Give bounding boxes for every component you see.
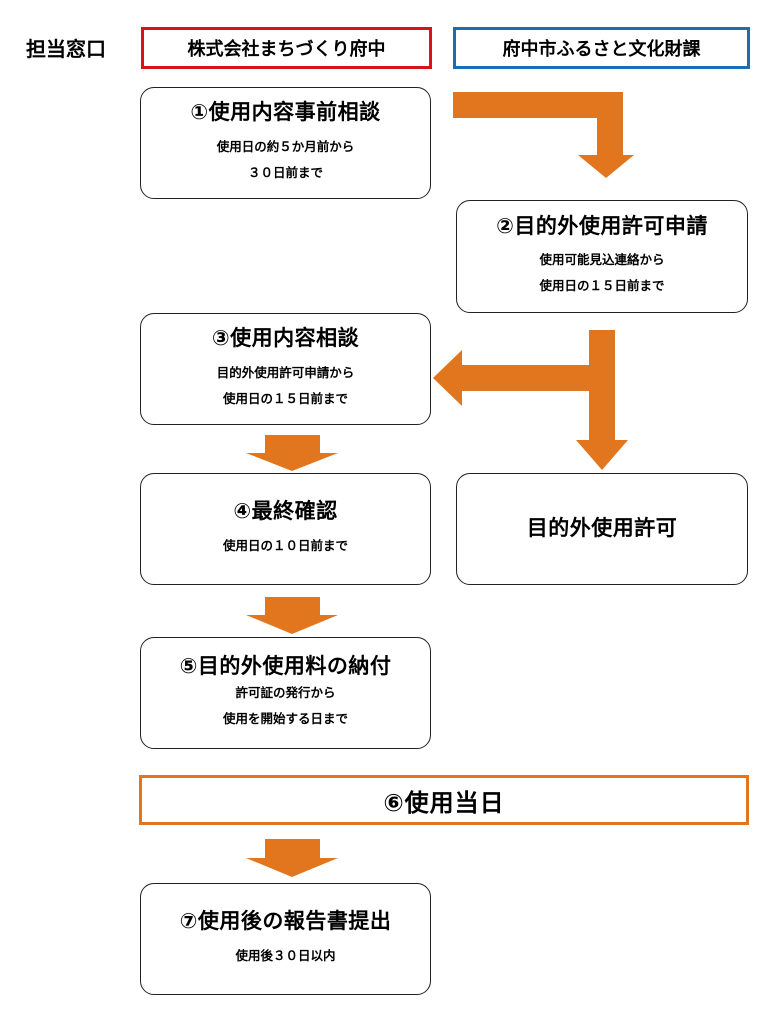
header-org-machizukuri: 株式会社まちづくり府中 <box>141 27 432 69</box>
step-1-detail-2: ３０日前まで <box>247 164 323 180</box>
step-2-title: ②目的外使用許可申請 <box>496 213 708 238</box>
arrow-step2-to-step3-head <box>433 350 462 406</box>
step-3-detail-2: 使用日の１５日前まで <box>222 390 348 406</box>
step-4-detail-1: 使用日の１０日前まで <box>222 537 348 553</box>
step-1-title: ①使用内容事前相談 <box>190 100 381 125</box>
step-permit-granted: 目的外使用許可 <box>456 473 748 585</box>
arrow-step3-to-step4 <box>265 435 320 453</box>
step-7-detail-1: 使用後３０日以内 <box>235 947 336 963</box>
step-6-title: ⑥使用当日 <box>383 788 505 817</box>
arrow-step1-to-step2 <box>453 92 623 158</box>
arrow-step2-to-permit-head <box>576 440 628 470</box>
step-2-detail-2: 使用日の１５日前まで <box>539 278 665 294</box>
header-org-bunkazai: 府中市ふるさと文化財課 <box>453 27 750 69</box>
step-3-usage-consultation: ③使用内容相談 目的外使用許可申請から 使用日の１５日前まで <box>140 313 431 425</box>
arrow-step1-to-step2-head <box>578 155 634 178</box>
step-2-permit-application: ②目的外使用許可申請 使用可能見込連絡から 使用日の１５日前まで <box>456 200 748 313</box>
contact-label: 担当窓口 <box>26 37 106 61</box>
step-3-detail-1: 目的外使用許可申請から <box>216 364 355 380</box>
arrow-step4-to-step5 <box>265 597 320 615</box>
step-1-pre-consultation: ①使用内容事前相談 使用日の約５か月前から ３０日前まで <box>140 87 431 199</box>
step-5-detail-2: 使用を開始する日まで <box>222 710 348 726</box>
permit-title: 目的外使用許可 <box>526 516 678 541</box>
step-5-fee-payment: ⑤目的外使用料の納付 許可証の発行から 使用を開始する日まで <box>140 637 431 749</box>
step-4-title: ④最終確認 <box>233 499 338 524</box>
step-3-title: ③使用内容相談 <box>211 326 360 351</box>
arrow-step3-to-step4-head <box>246 453 338 471</box>
arrow-step6-to-step7 <box>265 839 320 858</box>
step-1-detail-1: 使用日の約５か月前から <box>216 138 355 154</box>
step-7-report-submission: ⑦使用後の報告書提出 使用後３０日以内 <box>140 883 431 995</box>
step-4-final-confirmation: ④最終確認 使用日の１０日前まで <box>140 473 431 585</box>
step-5-title: ⑤目的外使用料の納付 <box>179 654 392 679</box>
step-6-usage-day: ⑥使用当日 <box>139 775 749 825</box>
step-7-title: ⑦使用後の報告書提出 <box>179 909 392 934</box>
arrow-step4-to-step5-head <box>246 615 338 634</box>
step-2-detail-1: 使用可能見込連絡から <box>539 252 665 268</box>
arrow-step6-to-step7-head <box>246 858 338 877</box>
step-5-detail-1: 許可証の発行から <box>235 684 336 700</box>
